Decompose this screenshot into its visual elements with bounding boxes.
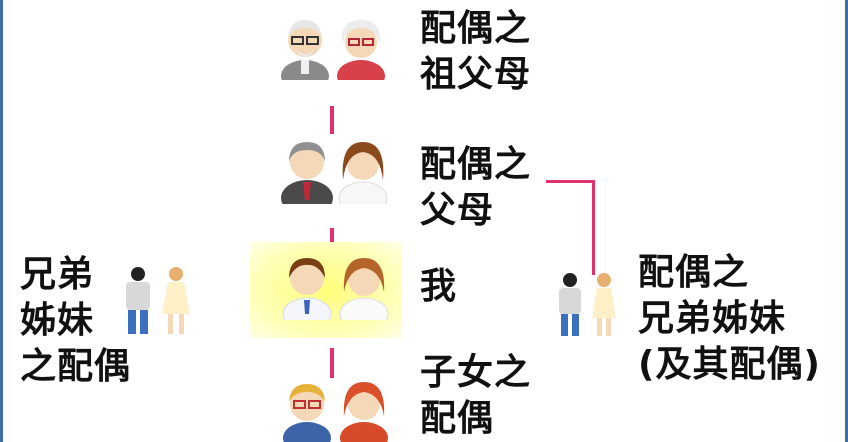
connector-self-children bbox=[330, 348, 334, 378]
young-couple-icon bbox=[282, 258, 389, 320]
man-woman-icon bbox=[559, 273, 616, 336]
connector-parents-spouse-siblings-h bbox=[546, 180, 594, 183]
label-spouse-parents: 配偶之 父母 bbox=[420, 144, 532, 231]
connector-grandparents-parents bbox=[330, 106, 334, 134]
elderly-couple-icon bbox=[281, 20, 385, 80]
man-woman-icon bbox=[126, 267, 190, 334]
self-highlight bbox=[250, 242, 402, 338]
middle-aged-couple-icon bbox=[281, 142, 388, 204]
label-siblings-spouses: 兄弟 姊妹 之配偶 bbox=[20, 254, 132, 387]
label-spouse-grandparents: 配偶之 祖父母 bbox=[420, 8, 532, 95]
label-spouse-siblings: 配偶之 兄弟姊妹 (及其配偶) bbox=[638, 252, 821, 385]
label-self: 我 bbox=[420, 266, 458, 307]
couple-with-glasses-icon bbox=[283, 382, 388, 442]
connector-parents-spouse-siblings-v bbox=[592, 180, 595, 275]
label-children-spouses: 子女之 配偶 bbox=[420, 352, 532, 439]
